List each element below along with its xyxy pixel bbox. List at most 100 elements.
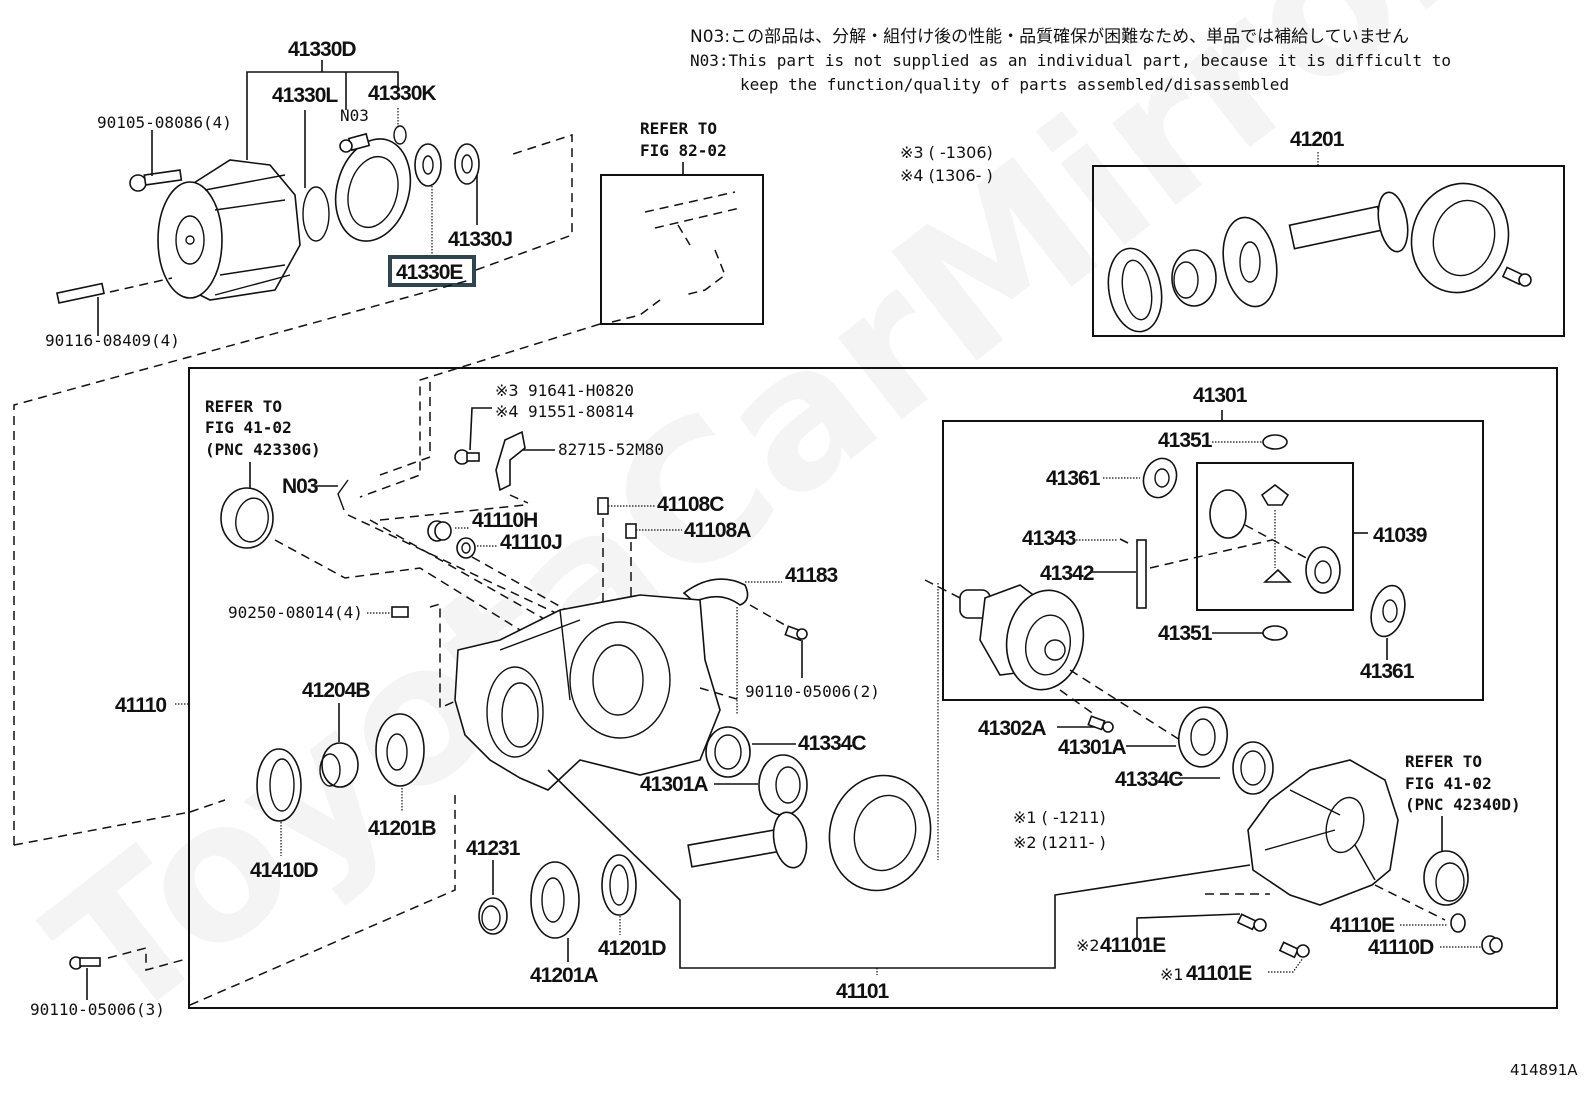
part-label-41301[interactable]: 41301 (1193, 384, 1249, 407)
refer-right-line2[interactable]: FIG 41-02 (1405, 774, 1492, 793)
part-label-90250-08014[interactable]: 90250-08014(4) (228, 603, 363, 622)
kit-bolt[interactable] (1501, 266, 1532, 287)
pin-41343[interactable] (1119, 538, 1129, 544)
part-label-41201[interactable]: 41201 (1290, 128, 1346, 151)
part-label-41302A[interactable]: 41302A (978, 717, 1047, 740)
refer-left-line1[interactable]: REFER TO (205, 397, 282, 416)
part-label-41101E-2[interactable]: 41101E (1100, 934, 1167, 957)
gasket-41110J[interactable] (456, 537, 476, 559)
pin-90250-08014[interactable] (391, 606, 409, 618)
bearing-41301A-left[interactable] (758, 754, 808, 816)
part-label-90110-05006-3[interactable]: 90110-05006(3) (30, 1000, 165, 1019)
washer-41351-top[interactable] (1262, 434, 1288, 450)
part-label-41410D[interactable]: 41410D (250, 859, 319, 882)
pinion-shaft-41342[interactable] (1136, 539, 1147, 609)
cover-41183[interactable] (682, 578, 749, 606)
kit-nut[interactable] (1171, 249, 1217, 307)
part-label-41110J[interactable]: 41110J (500, 531, 563, 554)
part-label-91551-80814[interactable]: 91551-80814 (528, 402, 634, 421)
part-label-41301A-left[interactable]: 41301A (640, 773, 709, 796)
part-label-90116-08409[interactable]: 90116-08409(4) (45, 331, 180, 350)
spacer-41231[interactable] (478, 897, 508, 935)
part-label-41343[interactable]: 41343 (1022, 527, 1077, 550)
plug-41110D[interactable] (1481, 935, 1503, 955)
part-label-41110E[interactable]: 41110E (1330, 914, 1396, 937)
bolt-91641[interactable] (454, 449, 480, 465)
kit-oil-seal[interactable] (1102, 244, 1168, 336)
gasket-41110E[interactable] (1450, 913, 1466, 933)
plug-41108A[interactable] (625, 523, 637, 539)
washer-41330J[interactable] (454, 143, 480, 185)
shim-41201D[interactable] (601, 854, 637, 916)
differential-carrier-41110[interactable] (454, 594, 721, 791)
oil-seal-assembly[interactable] (325, 130, 421, 249)
part-label-41334C-right[interactable]: 41334C (1115, 768, 1184, 791)
part-label-41201D[interactable]: 41201D (598, 937, 667, 960)
drive-pinion[interactable] (687, 810, 811, 871)
bolt-41101E-2[interactable] (1236, 913, 1267, 932)
washer-41330E[interactable] (414, 143, 442, 187)
refer-label-line2[interactable]: FIG 82-02 (640, 141, 727, 160)
part-label-41351-bottom[interactable]: 41351 (1158, 622, 1214, 645)
oil-seal-41334C-right[interactable] (1232, 741, 1274, 795)
refer-right-line1[interactable]: REFER TO (1405, 752, 1482, 771)
o-ring-41330K[interactable] (393, 125, 407, 145)
part-label-41301A-right[interactable]: 41301A (1058, 736, 1127, 759)
part-label-82715-52M80[interactable]: 82715-52M80 (558, 440, 664, 459)
part-label-41108A[interactable]: 41108A (684, 519, 752, 542)
kit-ring-gear[interactable] (1399, 172, 1520, 303)
part-label-90105-08086[interactable]: 90105-08086(4) (97, 113, 232, 132)
breather-pipe-n03[interactable] (337, 479, 349, 511)
oil-seal-42330G[interactable] (220, 487, 274, 549)
part-label-41330E[interactable]: 41330E (396, 261, 464, 284)
part-label-41351-top[interactable]: 41351 (1158, 429, 1214, 452)
part-label-41039[interactable]: 41039 (1373, 524, 1428, 547)
refer-right-line3[interactable]: (PNC 42340D) (1405, 795, 1521, 814)
part-label-41101E-1[interactable]: 41101E (1186, 962, 1253, 985)
plug-41108C[interactable] (597, 497, 609, 515)
thrust-washer-41361-bottom[interactable] (1366, 582, 1410, 641)
bearing-41201B[interactable] (375, 713, 425, 787)
bearing-41201A[interactable] (530, 861, 580, 939)
part-label-41231[interactable]: 41231 (466, 837, 522, 860)
part-label-41110D[interactable]: 41110D (1368, 936, 1435, 959)
part-label-41201B[interactable]: 41201B (368, 817, 437, 840)
part-label-91641-H0820[interactable]: 91641-H0820 (528, 381, 634, 400)
refer-label-line1[interactable]: REFER TO (640, 119, 717, 138)
oil-seal-41410D[interactable] (256, 748, 302, 822)
bolt-90110-05006-2[interactable] (784, 625, 808, 642)
part-label-41201A[interactable]: 41201A (530, 964, 599, 987)
plug-41110H[interactable] (427, 520, 452, 542)
part-label-41330K[interactable]: 41330K (368, 82, 437, 105)
bolt-90105-08086[interactable] (129, 169, 183, 192)
nut-41204B[interactable] (319, 742, 359, 788)
bearing-41301A-right[interactable] (1174, 703, 1232, 770)
part-label-41330D[interactable]: 41330D (288, 38, 357, 61)
stud-90116-08409[interactable] (56, 282, 105, 304)
thrust-washer-41361-top[interactable] (1138, 454, 1182, 503)
part-label-41361-top[interactable]: 41361 (1046, 467, 1102, 490)
differential-case[interactable] (959, 584, 1091, 696)
part-label-41330J[interactable]: 41330J (448, 228, 513, 251)
breather-plug-n03[interactable] (339, 132, 371, 153)
bracket-82715-52M80[interactable] (495, 430, 526, 492)
oil-seal-41334C-left[interactable] (705, 726, 751, 778)
part-label-41330L[interactable]: 41330L (272, 84, 339, 107)
n03-label-top[interactable]: N03 (340, 106, 369, 125)
part-label-90110-05006-2[interactable]: 90110-05006(2) (745, 682, 880, 701)
part-label-41334C-left[interactable]: 41334C (798, 732, 867, 755)
refer-left-line2[interactable]: FIG 41-02 (205, 418, 292, 437)
n03-label-mid[interactable]: N03 (282, 475, 319, 498)
washer-41351-bottom[interactable] (1262, 625, 1288, 641)
bolt-41302A[interactable] (1087, 715, 1114, 733)
part-label-41101[interactable]: 41101 (836, 980, 891, 1003)
snap-ring-41330L[interactable] (302, 186, 330, 242)
part-label-41361-bottom[interactable]: 41361 (1360, 660, 1416, 683)
kit-drive-pinion[interactable] (1288, 190, 1412, 254)
side-gear-set-41039[interactable] (1209, 483, 1341, 594)
part-label-41204B[interactable]: 41204B (302, 679, 371, 702)
part-label-41342[interactable]: 41342 (1040, 562, 1095, 585)
differential-cover[interactable] (1247, 759, 1399, 906)
ring-gear[interactable] (817, 764, 944, 902)
extension-housing-41330D[interactable] (157, 159, 301, 301)
